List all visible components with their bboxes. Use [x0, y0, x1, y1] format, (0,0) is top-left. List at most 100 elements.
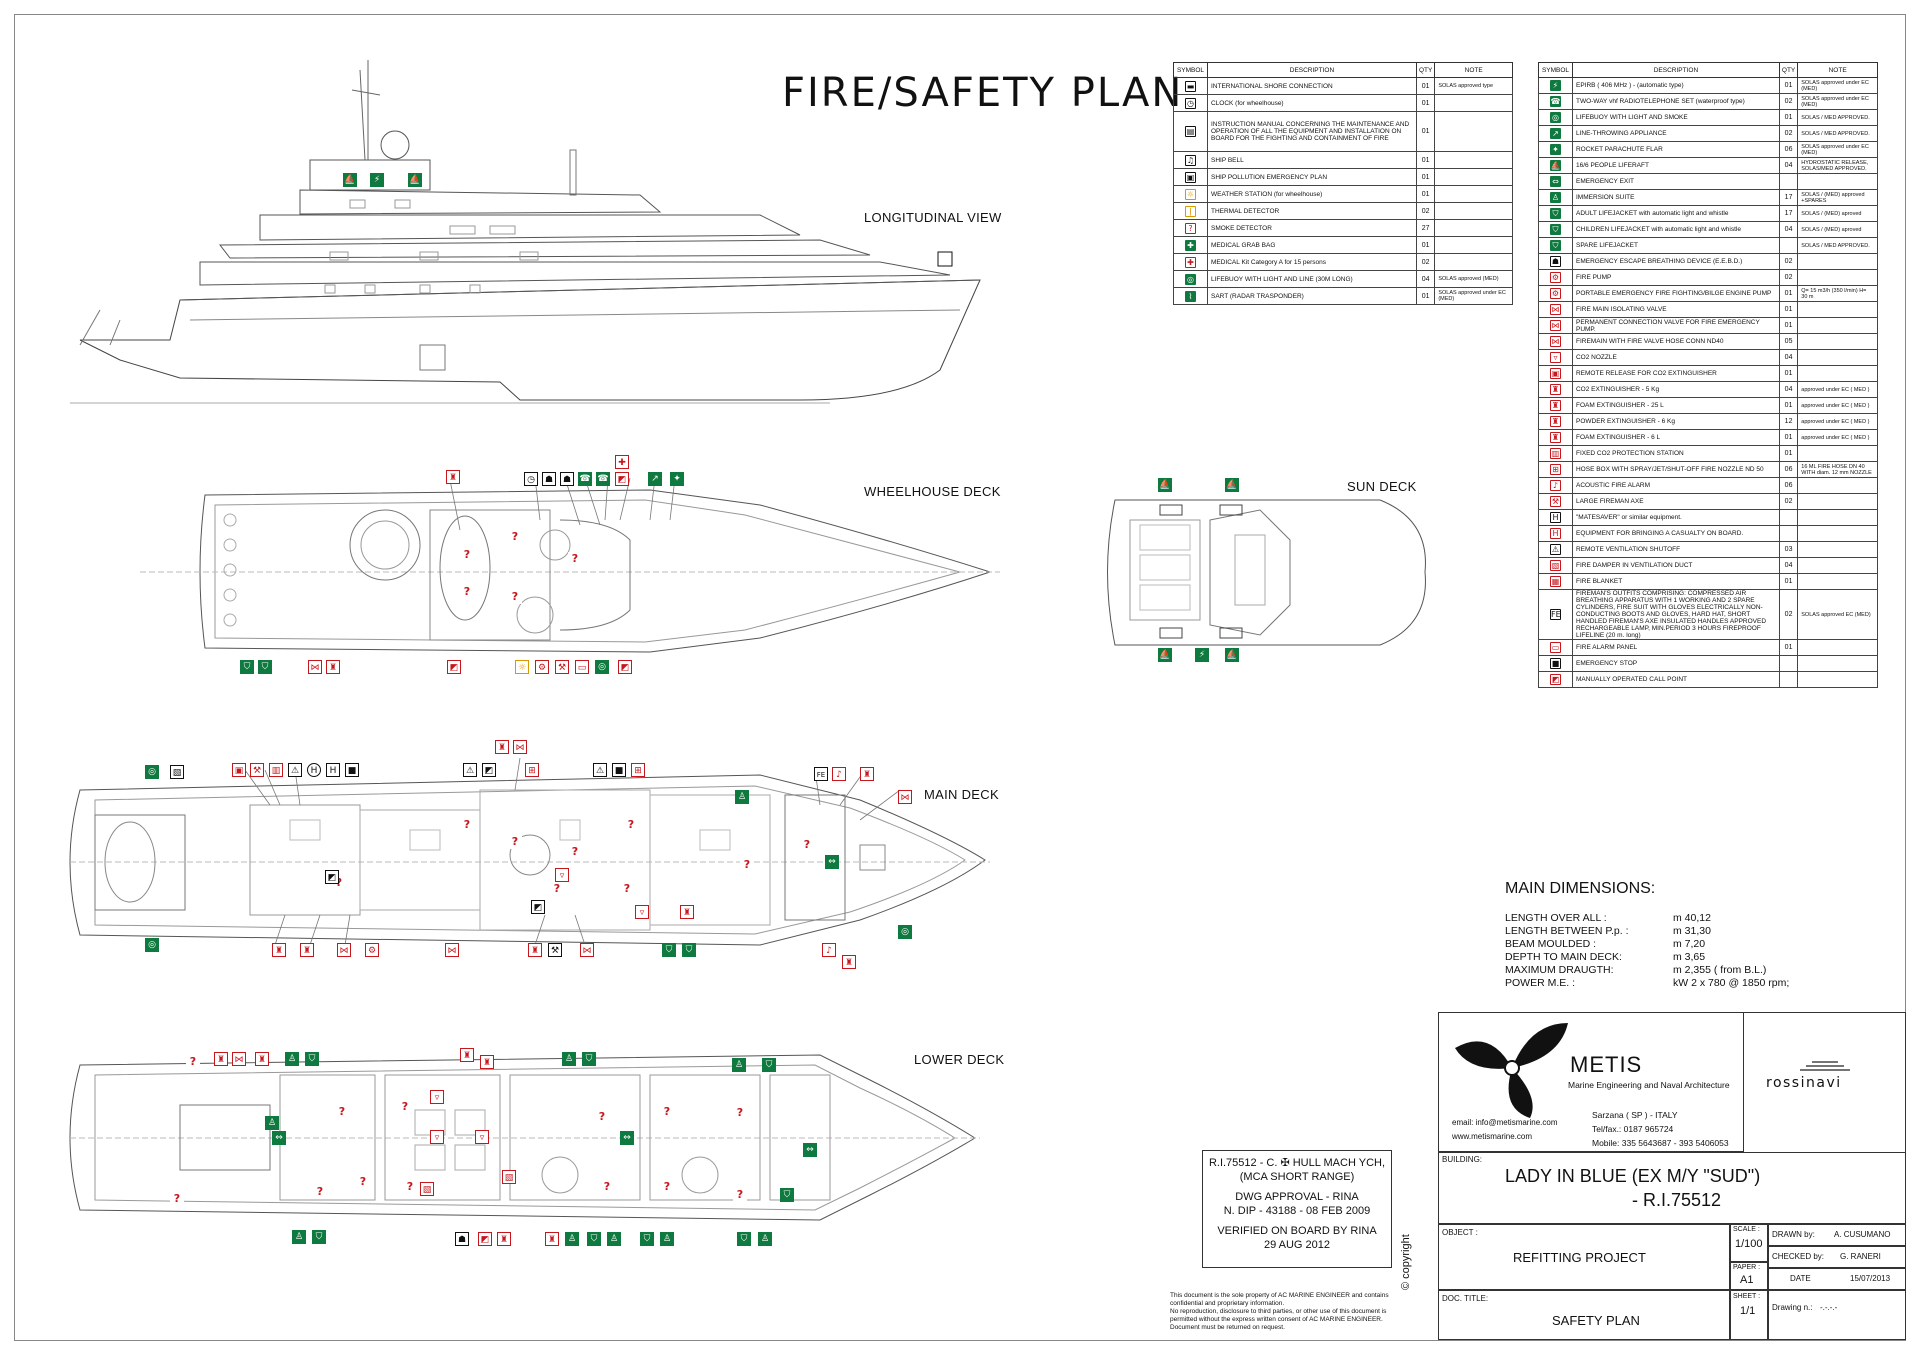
- title-block-scale-cell: [1730, 1224, 1768, 1262]
- liferaft-marker: ⛵: [408, 173, 422, 187]
- legend-row: ⋈PERMANENT CONNECTION VALVE FOR FIRE EME…: [1538, 317, 1878, 334]
- co2-release-icon: ▣: [1549, 368, 1561, 379]
- smoke-detector-marker: ?: [568, 552, 582, 566]
- legend-row: ⛉CHILDREN LIFEJACKET with automatic ligh…: [1538, 221, 1878, 238]
- vhf-radio-marker: ☎: [578, 472, 592, 486]
- legend-qty: 02: [1778, 125, 1799, 142]
- col-note: NOTE: [1434, 62, 1513, 78]
- fire-alarm-panel-marker: ▭: [575, 660, 589, 674]
- powder-extinguisher-marker: ♜: [842, 955, 856, 969]
- legend-note: Q= 15 m3/h (350 l/min) H= 30 m: [1797, 285, 1878, 302]
- main-deck-drawing: [69, 774, 990, 946]
- legend-note: approved under EC ( MED ): [1797, 381, 1878, 398]
- ventilation-shutoff-marker: ⚠: [463, 763, 477, 777]
- legend-symbol: H: [1538, 525, 1573, 542]
- fire-alarm-icon: ♪: [1549, 480, 1561, 491]
- approval-number: N. DIP - 43188 - 08 FEB 2009: [1223, 1205, 1371, 1217]
- drawn-label: DRAWN by:: [1772, 1230, 1815, 1239]
- co2-extinguisher-marker: ♜: [497, 1232, 511, 1246]
- fire-valve-marker: ⋈: [580, 943, 594, 957]
- emergency-stop-marker: ■: [612, 763, 626, 777]
- legend-note: approved under EC ( MED ): [1797, 429, 1878, 446]
- legend-symbol: ✚: [1173, 253, 1208, 271]
- legend-note: SOLAS / (MED) approved +SPARES: [1797, 189, 1878, 206]
- col-qty: QTY: [1415, 62, 1436, 78]
- copyright-text: © copyright: [1400, 1234, 1412, 1290]
- legend-qty: 03: [1778, 541, 1799, 558]
- legend-note: [1797, 541, 1878, 558]
- fire-damper-marker: ▧: [502, 1170, 516, 1184]
- title-block-object-cell: [1438, 1224, 1730, 1290]
- approval-register: R.I.75512 - C. ✠ HULL MACH YCH,: [1208, 1157, 1386, 1169]
- legend-symbol: ♜: [1538, 429, 1573, 446]
- adult-lifejacket-marker: ⛉: [662, 943, 676, 957]
- legend-note: [1797, 557, 1878, 574]
- legend-note: [1797, 349, 1878, 366]
- checked-label: CHECKED by:: [1772, 1252, 1825, 1261]
- legend-qty: 01: [1778, 397, 1799, 414]
- vhf-radio-icon: ☎: [1549, 96, 1561, 107]
- legend-symbol: ▥: [1538, 445, 1573, 462]
- adult-lifejacket-marker: ⛉: [305, 1052, 319, 1066]
- legend-description: ADULT LIFEJACKET with automatic light an…: [1571, 205, 1780, 222]
- dimension-value: m 40,12: [1673, 912, 1711, 924]
- smoke-detector-marker: ?: [508, 835, 522, 849]
- powder-extinguisher-icon: ♜: [1549, 416, 1561, 427]
- legend-note: [1434, 253, 1513, 271]
- legend-qty: 01: [1778, 573, 1799, 590]
- legend-symbol: ♜: [1538, 381, 1573, 398]
- dimension-row: DEPTH TO MAIN DECK:m 3,65: [1505, 951, 1805, 964]
- legend-row: ⊞HOSE BOX WITH SPRAY/JET/SHUT-OFF FIRE N…: [1538, 461, 1878, 478]
- company-mobile: Mobile: 335 5643687 - 393 5406053: [1592, 1138, 1729, 1148]
- legend-description: INSTRUCTION MANUAL CONCERNING THE MAINTE…: [1206, 111, 1417, 152]
- approval-range: (MCA SHORT RANGE): [1239, 1171, 1355, 1183]
- legend-symbol: ⛉: [1538, 237, 1573, 254]
- legend-symbol: ♪: [1538, 477, 1573, 494]
- building-name: LADY IN BLUE (EX M/Y "SUD"): [1505, 1166, 1761, 1186]
- legend-note: [1797, 253, 1878, 270]
- legend-note: SOLAS approved under EC (MED): [1797, 93, 1878, 110]
- legend-note: SOLAS approved EC (MED): [1797, 589, 1878, 640]
- legend-symbol: ♙: [1538, 189, 1573, 206]
- legend-description: PERMANENT CONNECTION VALVE FOR FIRE EMER…: [1571, 317, 1780, 334]
- legend-row: ⚙PORTABLE EMERGENCY FIRE FIGHTING/BILGE …: [1538, 285, 1878, 302]
- dimension-row: MAXIMUM DRAUGTH:m 2,355 ( from B.L.): [1505, 964, 1805, 977]
- legend-symbol: ⛵: [1538, 157, 1573, 174]
- casualty-equipment-icon: H: [1549, 528, 1561, 539]
- legend-description: EMERGENCY STOP: [1571, 655, 1780, 672]
- line-throwing-marker: ↗: [648, 472, 662, 486]
- legend-row: ◷CLOCK (for wheelhouse)01: [1173, 94, 1513, 112]
- legend-qty: [1778, 671, 1799, 688]
- legend-note: [1434, 236, 1513, 254]
- smoke-detector-marker: ?: [313, 1185, 327, 1199]
- legend-symbol: ▿: [1538, 349, 1573, 366]
- call-point-marker: ◩: [482, 763, 496, 777]
- medical-bag-icon: ✚: [1184, 239, 1196, 251]
- legend-note: SOLAS approved type: [1434, 77, 1513, 95]
- legend-symbol: ⚙: [1538, 285, 1573, 302]
- ventilation-shutoff-marker: ⚠: [593, 763, 607, 777]
- fire-valve-icon: ⋈: [1549, 336, 1561, 347]
- legend-symbol: ♫: [1173, 151, 1208, 169]
- legend-description: WEATHER STATION (for wheelhouse): [1206, 185, 1417, 203]
- immersion-suit-marker: ♙: [292, 1230, 306, 1244]
- legend-description: SMOKE DETECTOR: [1206, 219, 1417, 237]
- legend-qty: 01: [1778, 301, 1799, 318]
- disclaimer-line: confidential and proprietary information…: [1170, 1300, 1285, 1307]
- co2-release-marker: ▣: [232, 763, 246, 777]
- disclaimer-line: No reproduction, disclosure to third par…: [1170, 1308, 1387, 1315]
- foam-6-icon: ♜: [1549, 432, 1561, 443]
- shipyard-name: rossinavi: [1766, 1075, 1842, 1091]
- paper-label: PAPER :: [1733, 1264, 1761, 1271]
- legend-qty: 02: [1778, 589, 1799, 640]
- company-name: METIS: [1570, 1052, 1643, 1077]
